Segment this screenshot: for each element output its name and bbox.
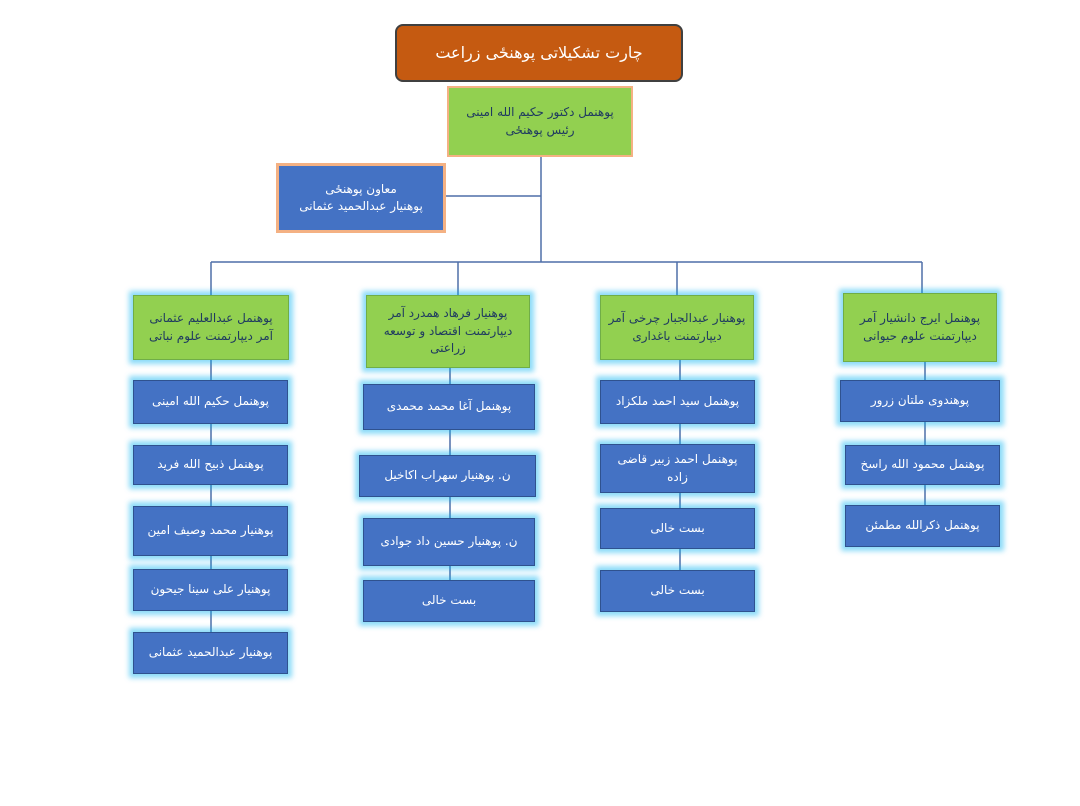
member-name: بست خالی	[421, 593, 477, 608]
member-name: پوهنمل محمود الله راسخ	[860, 457, 985, 472]
member-box: ن. پوهنیار سهراب اکاخیل	[359, 455, 536, 497]
member-box: پوهنمل محمود الله راسخ	[845, 445, 1000, 485]
chart-title: چارت تشکیلاتی پوهنځی زراعت	[395, 24, 683, 82]
member-name: ن. پوهنیار سهراب اکاخیل	[384, 468, 511, 483]
member-name: پوهنمل حکیم الله امینی	[152, 394, 270, 409]
member-box: بست خالی	[600, 508, 755, 549]
deputy-role: معاون پوهنځی	[325, 181, 397, 196]
member-box: ن. پوهنیار حسین داد جوادی	[363, 518, 535, 566]
member-box: پوهنمل حکیم الله امینی	[133, 380, 288, 424]
member-box: پوهندوی ملتان زرور	[840, 380, 1000, 422]
member-box: پوهنیار محمد وصیف امین	[133, 506, 288, 556]
member-box: پوهنمل سید احمد ملکزاد	[600, 380, 755, 424]
member-box: پوهنمل احمد زبیر قاضی زاده	[600, 444, 755, 493]
department-head-plant-sciences: پوهنمل عبدالعلیم عثمانی آمر دیپارتمنت عل…	[133, 295, 289, 360]
department-head-text: پوهنیار فرهاد همدرد آمر دیپارتمنت اقتصاد…	[383, 306, 513, 356]
member-name: پوهنمل احمد زبیر قاضی زاده	[617, 452, 738, 484]
dean-name: پوهنمل دکتور حکیم الله امینی	[466, 105, 614, 120]
member-box: بست خالی	[363, 580, 535, 622]
member-box: پوهنیار عبدالحمید عثمانی	[133, 632, 288, 674]
department-head-text: پوهنمل عبدالعلیم عثمانی آمر دیپارتمنت عل…	[149, 311, 273, 343]
member-name: بست خالی	[650, 520, 705, 535]
dean-role: رئیس پوهنځی	[505, 122, 575, 137]
member-name: پوهنمل سید احمد ملکزاد	[615, 394, 740, 409]
department-head-animal-sciences: پوهنمل ایرج دانشیار آمر دیپارتمنت علوم ح…	[843, 293, 997, 362]
chart-title-text: چارت تشکیلاتی پوهنځی زراعت	[435, 43, 643, 62]
member-name: پوهندوی ملتان زرور	[870, 393, 970, 408]
member-box: پوهنمل ذبیح الله فرید	[133, 445, 288, 485]
member-box: پوهنمل ذکرالله مطمئن	[845, 505, 1000, 547]
department-head-text: پوهنمل ایرج دانشیار آمر دیپارتمنت علوم ح…	[859, 311, 981, 343]
member-name: ن. پوهنیار حسین داد جوادی	[380, 534, 518, 549]
member-name: پوهنمل ذبیح الله فرید	[157, 457, 264, 472]
member-box: پوهنمل آغا محمد محمدی	[363, 384, 535, 430]
member-name: پوهنیار علی سینا جیحون	[150, 582, 271, 597]
department-head-horticulture: پوهنیار عبدالجبار چرخی آمر دیپارتمنت باغ…	[600, 295, 754, 360]
member-name: بست خالی	[650, 583, 705, 598]
member-box: بست خالی	[600, 570, 755, 612]
deputy-box: معاون پوهنځی پوهنیار عبدالحمید عثمانی	[276, 163, 446, 233]
department-head-text: پوهنیار عبدالجبار چرخی آمر دیپارتمنت باغ…	[608, 311, 746, 343]
deputy-name: پوهنیار عبدالحمید عثمانی	[299, 199, 423, 213]
member-name: پوهنیار محمد وصیف امین	[147, 523, 274, 538]
dean-box: پوهنمل دکتور حکیم الله امینی رئیس پوهنځی	[447, 86, 633, 157]
member-name: پوهنیار عبدالحمید عثمانی	[148, 645, 273, 660]
member-box: پوهنیار علی سینا جیحون	[133, 569, 288, 611]
member-name: پوهنمل ذکرالله مطمئن	[865, 518, 980, 533]
member-name: پوهنمل آغا محمد محمدی	[386, 399, 512, 414]
department-head-economics: پوهنیار فرهاد همدرد آمر دیپارتمنت اقتصاد…	[366, 295, 530, 368]
